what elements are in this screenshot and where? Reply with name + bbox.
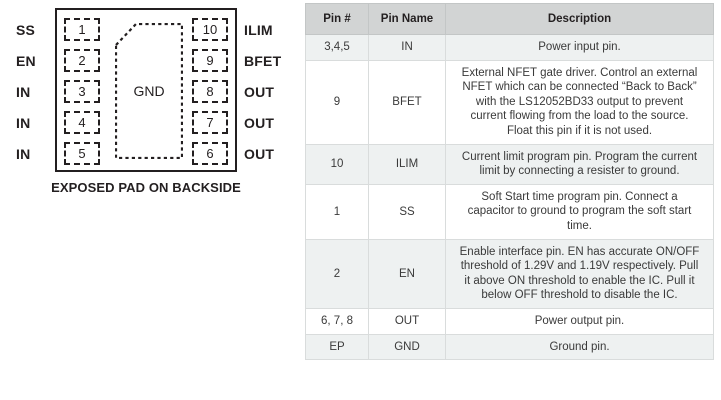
exposed-gnd-pad: GND [115, 23, 183, 159]
pad-pin-9: 9 [192, 49, 228, 72]
gnd-pad-shape-icon [115, 23, 183, 159]
gnd-pad-label: GND [133, 83, 165, 99]
pin-label-in-5: IN [16, 146, 31, 162]
table-row: 6, 7, 8 OUT Power output pin. [305, 307, 714, 335]
cell-description: Enable interface pin. EN has accurate ON… [445, 238, 714, 309]
table-row: 10 ILIM Current limit program pin. Progr… [305, 143, 714, 185]
pad-pin-2: 2 [64, 49, 100, 72]
pin-label-in-3: IN [16, 84, 31, 100]
cell-description: Power input pin. [445, 34, 714, 61]
package-caption: EXPOSED PAD ON BACKSIDE [51, 180, 241, 195]
cell-pin-name: OUT [368, 307, 446, 335]
cell-pin-name: BFET [368, 59, 446, 145]
cell-pin-name: ILIM [368, 143, 446, 185]
table-header: Pin # Pin Name Description [305, 3, 714, 35]
pin-label-ilim: ILIM [244, 22, 273, 38]
pin-label-en: EN [16, 53, 36, 69]
pin-label-ss: SS [16, 22, 36, 38]
package-pinout-diagram: 1 2 3 4 5 10 9 8 7 6 GND SS EN IN IN IN [0, 0, 300, 400]
package-outline-group: 1 2 3 4 5 10 9 8 7 6 GND SS EN IN IN IN [8, 4, 292, 204]
cell-pin-name: SS [368, 183, 446, 240]
cell-pin-number: EP [305, 333, 369, 361]
pad-pin-5: 5 [64, 142, 100, 165]
cell-description: Ground pin. [445, 333, 714, 361]
column-header-pin-number: Pin # [305, 3, 369, 35]
pad-pin-4: 4 [64, 111, 100, 134]
pin-description-table: Pin # Pin Name Description 3,4,5 IN Powe… [305, 3, 714, 361]
column-header-pin-name: Pin Name [368, 3, 446, 35]
cell-pin-name: EN [368, 238, 446, 309]
pad-pin-1: 1 [64, 18, 100, 41]
pad-pin-7: 7 [192, 111, 228, 134]
table-row: 2 EN Enable interface pin. EN has accura… [305, 238, 714, 309]
table-row: EP GND Ground pin. [305, 333, 714, 361]
package-body-outline: 1 2 3 4 5 10 9 8 7 6 GND [55, 8, 237, 172]
cell-pin-number: 6, 7, 8 [305, 307, 369, 335]
pin-label-in-4: IN [16, 115, 31, 131]
table-row: 3,4,5 IN Power input pin. [305, 34, 714, 61]
cell-pin-name: IN [368, 34, 446, 61]
pin-label-out-6: OUT [244, 146, 275, 162]
cell-description: Power output pin. [445, 307, 714, 335]
cell-pin-number: 9 [305, 59, 369, 145]
pin-label-out-7: OUT [244, 115, 275, 131]
cell-pin-number: 3,4,5 [305, 34, 369, 61]
cell-description: External NFET gate driver. Control an ex… [445, 59, 714, 145]
table-row: 1 SS Soft Start time program pin. Connec… [305, 183, 714, 240]
table-body: 3,4,5 IN Power input pin. 9 BFET Externa… [305, 34, 714, 361]
cell-description: Current limit program pin. Program the c… [445, 143, 714, 185]
column-header-description: Description [445, 3, 714, 35]
pin-label-bfet: BFET [244, 53, 282, 69]
pad-pin-8: 8 [192, 80, 228, 103]
table-header-row: Pin # Pin Name Description [305, 3, 714, 35]
cell-pin-number: 2 [305, 238, 369, 309]
pad-pin-3: 3 [64, 80, 100, 103]
cell-pin-number: 1 [305, 183, 369, 240]
table-row: 9 BFET External NFET gate driver. Contro… [305, 59, 714, 145]
cell-pin-name: GND [368, 333, 446, 361]
cell-description: Soft Start time program pin. Connect a c… [445, 183, 714, 240]
pad-pin-10: 10 [192, 18, 228, 41]
pin-label-out-8: OUT [244, 84, 275, 100]
pad-pin-6: 6 [192, 142, 228, 165]
cell-pin-number: 10 [305, 143, 369, 185]
